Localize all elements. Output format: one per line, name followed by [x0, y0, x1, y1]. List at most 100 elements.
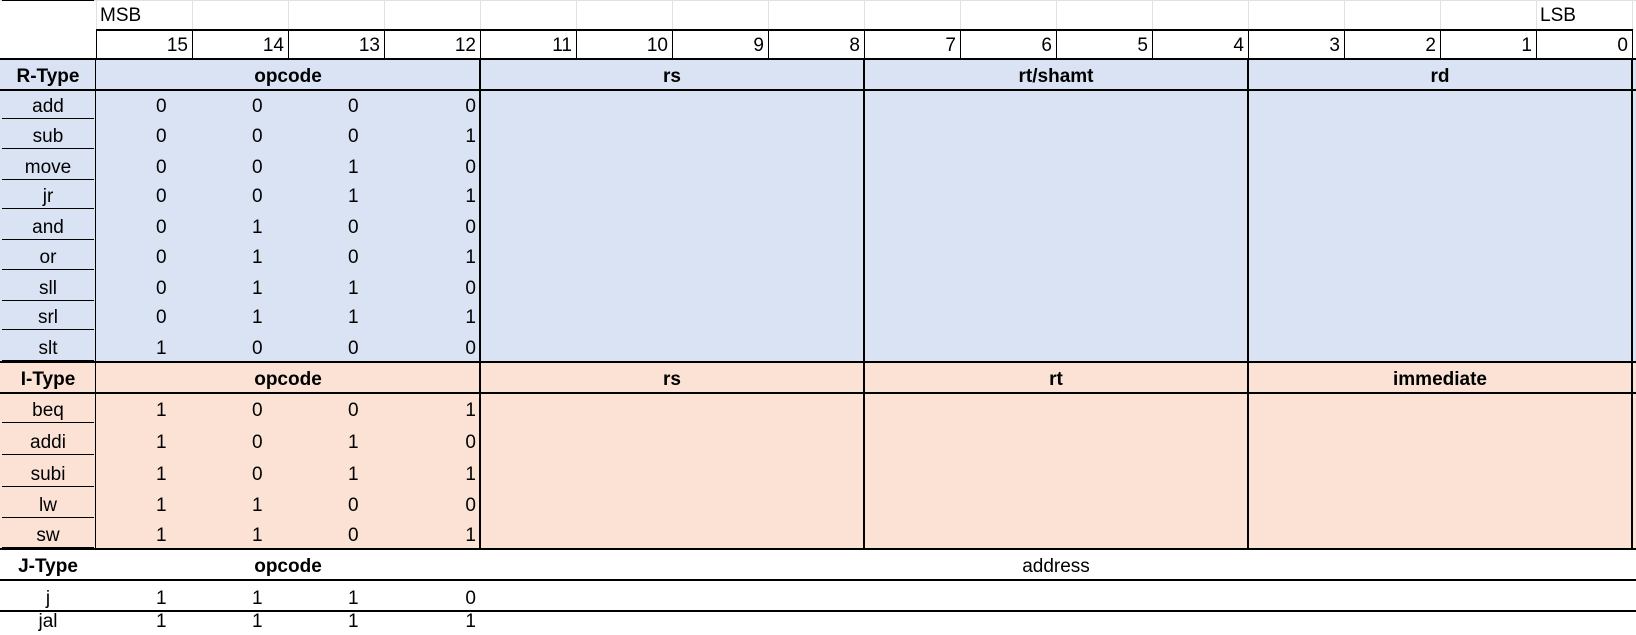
- opcode-bit: 1: [156, 432, 167, 453]
- gridline: [480, 0, 481, 29]
- instruction-name: srl: [37, 307, 59, 328]
- opcode-bit: 1: [348, 432, 359, 453]
- opcode-bit: 1: [156, 495, 167, 516]
- opcode-bit: 0: [465, 157, 476, 178]
- opcode-bit: 0: [348, 247, 359, 268]
- instruction-name: subi: [30, 464, 66, 485]
- gridline: [672, 0, 673, 29]
- instruction-name: jr: [42, 186, 54, 207]
- field-opcode: opcode: [254, 556, 322, 577]
- instruction-name: sub: [32, 126, 64, 147]
- opcode-bit: 0: [156, 157, 167, 178]
- opcode-bit: 0: [465, 588, 476, 609]
- instruction-name: sw: [36, 525, 60, 546]
- border: [864, 29, 865, 59]
- border: [2, 239, 94, 240]
- opcode-bit: 1: [252, 247, 263, 268]
- border: [2, 300, 94, 301]
- opcode-bit: 0: [252, 186, 263, 207]
- border: [2, 486, 94, 487]
- opcode-bit: 1: [465, 186, 476, 207]
- opcode-bit: 0: [252, 432, 263, 453]
- border: [863, 362, 865, 549]
- opcode-bit: 1: [156, 612, 167, 632]
- opcode-bit: 1: [252, 307, 263, 328]
- opcode-bit: 1: [348, 278, 359, 299]
- border: [1152, 29, 1153, 59]
- opcode-bit: 0: [348, 495, 359, 516]
- border: [192, 29, 193, 59]
- instruction-name: j: [45, 588, 51, 609]
- border: [0, 392, 1636, 394]
- bit-header: 5: [1137, 35, 1148, 56]
- opcode-bit: 1: [252, 525, 263, 546]
- border: [384, 29, 385, 59]
- gridline: [768, 0, 769, 29]
- border: [2, 454, 94, 455]
- field-opcode: opcode: [254, 66, 322, 87]
- border: [479, 59, 481, 362]
- gridline: [960, 0, 961, 29]
- opcode-bit: 1: [465, 464, 476, 485]
- border: [1248, 29, 1249, 59]
- gridline: [0, 0, 1636, 1]
- opcode-bit: 1: [252, 588, 263, 609]
- opcode-bit: 0: [252, 464, 263, 485]
- border: [1632, 29, 1633, 59]
- gridline: [1056, 0, 1057, 29]
- opcode-bit: 0: [465, 278, 476, 299]
- instruction-name: beq: [32, 400, 64, 421]
- opcode-bit: 1: [348, 186, 359, 207]
- field-immediate: immediate: [1393, 369, 1487, 390]
- msb-label: MSB: [100, 5, 142, 26]
- gridline: [1440, 0, 1441, 29]
- opcode-bit: 1: [348, 307, 359, 328]
- opcode-bit: 0: [252, 126, 263, 147]
- border: [2, 360, 94, 361]
- bit-header: 4: [1233, 35, 1244, 56]
- instruction-name: jal: [38, 612, 58, 632]
- instruction-name: move: [24, 157, 72, 178]
- border: [960, 29, 961, 59]
- bit-header: 2: [1425, 35, 1436, 56]
- field-rt-shamt: rt/shamt: [1018, 66, 1094, 87]
- opcode-bit: 0: [348, 126, 359, 147]
- opcode-bit: 0: [156, 278, 167, 299]
- opcode-bit: 0: [156, 247, 167, 268]
- opcode-bit: 0: [252, 157, 263, 178]
- opcode-bit: 1: [465, 612, 476, 632]
- opcode-bit: 0: [348, 400, 359, 421]
- border: [1440, 29, 1441, 59]
- gridline: [1152, 0, 1153, 29]
- opcode-bit: 0: [156, 96, 167, 117]
- i-type-label: I-Type: [20, 369, 76, 390]
- border: [576, 29, 577, 59]
- gridline: [864, 0, 865, 29]
- instruction-name: addi: [30, 432, 66, 453]
- border: [0, 548, 1636, 550]
- border: [0, 361, 1636, 363]
- lsb-label: LSB: [1540, 5, 1576, 26]
- opcode-bit: 0: [465, 495, 476, 516]
- opcode-bit: 1: [465, 247, 476, 268]
- bit-header: 0: [1617, 35, 1628, 56]
- opcode-bit: 1: [348, 588, 359, 609]
- bit-header: 1: [1521, 35, 1532, 56]
- opcode-bit: 0: [348, 338, 359, 359]
- border: [0, 610, 1636, 612]
- border: [2, 269, 94, 270]
- border: [95, 362, 96, 549]
- border: [1344, 29, 1345, 59]
- field-rt: rt: [1049, 369, 1063, 390]
- field-opcode: opcode: [254, 369, 322, 390]
- opcode-bit: 0: [348, 525, 359, 546]
- opcode-bit: 1: [156, 588, 167, 609]
- bit-header: 13: [358, 35, 380, 56]
- opcode-bit: 1: [465, 400, 476, 421]
- border: [1247, 59, 1249, 362]
- r-type-band: [0, 59, 1636, 362]
- border: [768, 29, 769, 59]
- gridline: [1632, 0, 1633, 29]
- opcode-bit: 0: [348, 96, 359, 117]
- field-rs: rs: [663, 369, 681, 390]
